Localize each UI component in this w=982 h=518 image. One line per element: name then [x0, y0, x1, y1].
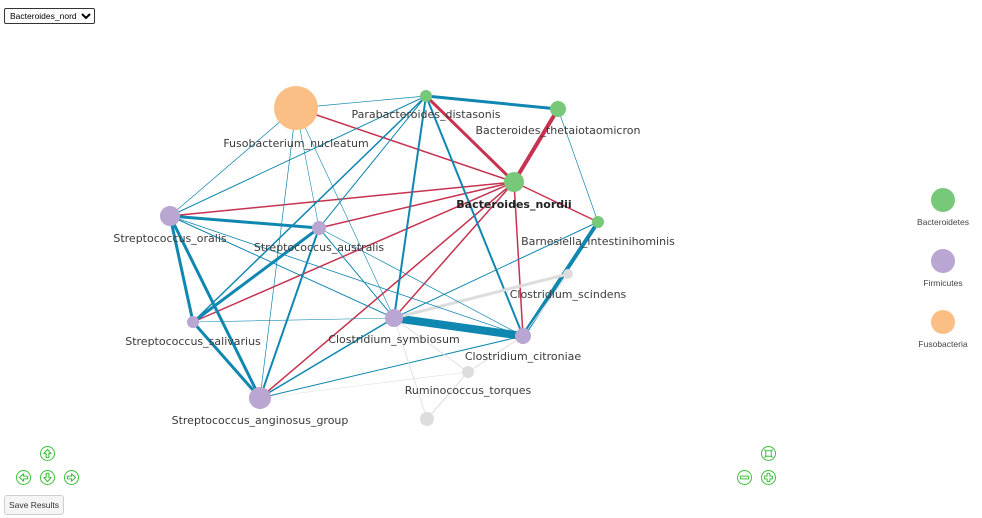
node-fuso[interactable]	[274, 86, 318, 130]
node-csym[interactable]	[385, 309, 403, 327]
node-label-saus: Streptococcus_australis	[254, 241, 385, 254]
legend-swatch	[931, 310, 955, 334]
node-barn[interactable]	[592, 216, 604, 228]
node-label-sang: Streptococcus_anginosus_group	[172, 414, 349, 427]
label-layer: Fusobacterium_nucleatum Parabacteroides_d…	[113, 108, 675, 427]
node-label-sor: Streptococcus_oralis	[113, 232, 227, 245]
edge-ccit-rum[interactable]	[467, 335, 524, 373]
legend-label: Bacteroidetes	[917, 217, 969, 227]
edge-para-sor[interactable]	[169, 95, 427, 217]
edge-saus-ccit[interactable]	[318, 227, 524, 337]
legend-label: Firmicutes	[923, 278, 962, 288]
arrow-down-icon[interactable]	[40, 470, 55, 485]
node-label-para: Parabacteroides_distasonis	[351, 108, 500, 121]
zoom-out-icon[interactable]	[737, 470, 752, 485]
edge-bnord-csym[interactable]	[393, 181, 515, 319]
node-label-barn: Barnesiella_intestinihominis	[521, 235, 675, 248]
edge-bnord-btheta[interactable]	[512, 107, 560, 184]
edge-para-btheta[interactable]	[424, 94, 560, 111]
node-csci[interactable]	[563, 269, 573, 279]
edge-bnord-para[interactable]	[424, 94, 516, 184]
edge-bnord-barn[interactable]	[513, 181, 599, 223]
edge-para-ssal[interactable]	[192, 95, 427, 323]
node-label-csym: Clostridium_symbiosum	[328, 333, 459, 346]
edge-saus-csym[interactable]	[318, 227, 395, 319]
edge-barn-ccit[interactable]	[521, 220, 600, 338]
node-sor[interactable]	[160, 206, 180, 226]
edge-sang-csym[interactable]	[259, 317, 395, 399]
edge-sor-saus[interactable]	[168, 214, 321, 230]
edge-ssal-sang[interactable]	[191, 320, 262, 400]
node-label-ssal: Streptococcus_salivarius	[125, 335, 261, 348]
node-label-rum: Ruminococcus_torques	[405, 384, 532, 397]
edge-ccit-csci[interactable]	[522, 273, 569, 337]
edge-saus-ssal[interactable]	[191, 226, 321, 324]
arrow-left-icon[interactable]	[16, 470, 31, 485]
arrow-right-icon[interactable]	[64, 470, 79, 485]
node-para[interactable]	[420, 90, 432, 102]
edge-csym-ccit[interactable]	[390, 314, 527, 340]
species-select[interactable]: Bacteroides_nordii	[4, 8, 95, 24]
node-label-btheta: Bacteroides_thetaiotaomicron	[476, 124, 641, 137]
edge-para-csym[interactable]	[393, 95, 427, 319]
node-ssal[interactable]	[187, 316, 199, 328]
edge-layer	[168, 94, 600, 420]
edge-ssal-csym[interactable]	[192, 317, 395, 323]
edge-sor-csym[interactable]	[169, 215, 395, 319]
node-btheta[interactable]	[550, 101, 566, 117]
legend-label: Fusobacteria	[918, 339, 967, 349]
node-saus[interactable]	[312, 221, 326, 235]
node-sang[interactable]	[249, 387, 271, 409]
node-label-bnord: Bacteroides_nordii	[456, 198, 571, 211]
edge-sang-rum[interactable]	[259, 371, 469, 399]
edge-para-saus[interactable]	[318, 95, 427, 229]
edge-fuso-sor[interactable]	[169, 107, 297, 217]
edge-barn-csym[interactable]	[393, 221, 599, 319]
edge-bnord-saus[interactable]	[318, 181, 515, 229]
legend-swatch	[931, 249, 955, 273]
node-layer	[160, 86, 604, 426]
edge-bnord-fuso[interactable]	[295, 107, 515, 183]
edge-sang-ccit[interactable]	[259, 335, 524, 399]
node-bnord[interactable]	[504, 172, 524, 192]
node-label-fuso: Fusobacterium_nucleatum	[223, 137, 368, 150]
edge-fuso-csym[interactable]	[295, 107, 395, 319]
edge-csym-ghost[interactable]	[393, 317, 428, 420]
node-label-ccit: Clostridium_citroniae	[465, 350, 582, 363]
node-ghost[interactable]	[420, 412, 434, 426]
edge-rum-ghost[interactable]	[426, 371, 469, 420]
save-results-button[interactable]: Save Results	[4, 495, 64, 515]
node-label-csci: Clostridium_scindens	[510, 288, 627, 301]
edge-csym-rum[interactable]	[393, 317, 469, 373]
node-ccit[interactable]	[515, 328, 531, 344]
zoom-in-icon[interactable]	[761, 470, 776, 485]
legend-swatch	[931, 188, 955, 212]
arrow-up-icon[interactable]	[40, 446, 55, 461]
edge-btheta-barn[interactable]	[557, 108, 599, 223]
edge-csym-csci[interactable]	[392, 272, 570, 320]
edge-para-ccit[interactable]	[425, 95, 524, 337]
edge-bnord-ssal[interactable]	[192, 181, 515, 323]
edge-saus-sang[interactable]	[259, 227, 320, 399]
zoom-extents-icon[interactable]	[761, 446, 776, 461]
node-rum[interactable]	[462, 366, 474, 378]
edge-sor-ccit[interactable]	[169, 215, 524, 337]
edge-sor-ssal[interactable]	[168, 214, 195, 324]
